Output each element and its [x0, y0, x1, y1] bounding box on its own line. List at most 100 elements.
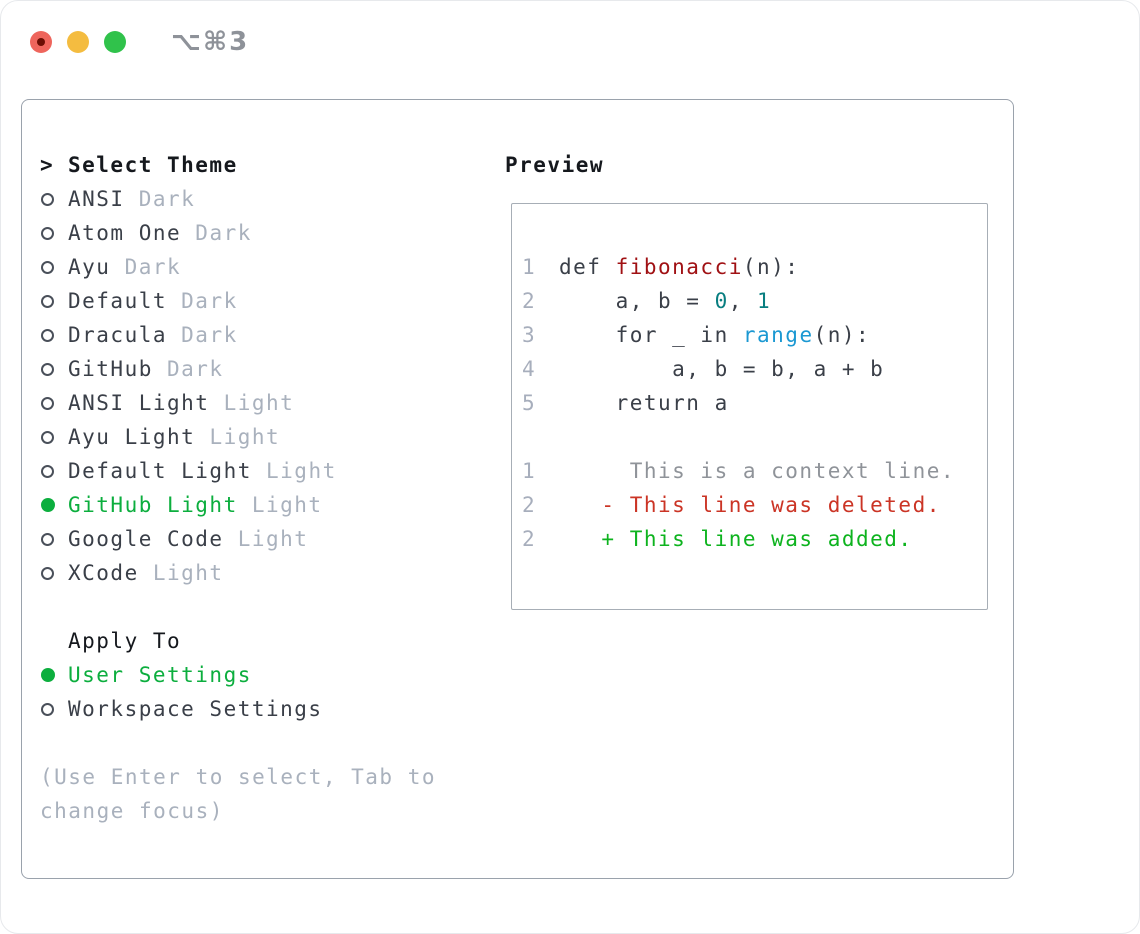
code-token-default: (n): [742, 255, 800, 279]
option-variant-label: Light [195, 425, 281, 449]
hint-text-line-1: (Use Enter to select, Tab to [40, 765, 437, 789]
theme-option[interactable]: Default Light Light [40, 454, 505, 488]
option-label: Default [68, 289, 168, 313]
apply-to-option[interactable]: User Settings [40, 658, 505, 692]
line-number: 2 [522, 527, 537, 551]
code-token-deleted: - This line was deleted. [559, 493, 941, 517]
preview-line: 4 a, b = b, a + b [522, 352, 987, 386]
theme-option[interactable]: Atom One Dark [40, 216, 505, 250]
option-variant-label: Light [251, 459, 337, 483]
option-label: XCode [68, 561, 139, 585]
code-token-default: return a [559, 391, 729, 415]
radio-unselected-icon [41, 464, 54, 478]
theme-option[interactable]: GitHub Light Light [40, 488, 505, 522]
zoom-button-icon[interactable] [104, 31, 126, 53]
preview-line: 2 - This line was deleted. [522, 488, 987, 522]
theme-option[interactable]: ANSI Light Light [40, 386, 505, 420]
code-token-default: , [728, 289, 758, 313]
theme-option[interactable]: ANSI Dark [40, 182, 505, 216]
option-label: Dracula [68, 323, 168, 347]
code-token-default: (n): [813, 323, 871, 347]
theme-option[interactable]: GitHub Dark [40, 352, 505, 386]
line-content: + This line was added. [559, 527, 913, 551]
option-variant-label: Light [138, 561, 224, 585]
preview-line: 2 + This line was added. [522, 522, 987, 556]
code-token-default: a, b = b, a + b [559, 357, 885, 381]
radio-unselected-icon [41, 226, 54, 240]
radio-unselected-icon [41, 430, 54, 444]
theme-option[interactable]: XCode Light [40, 556, 505, 590]
line-number: 5 [522, 391, 537, 415]
line-number: 3 [522, 323, 537, 347]
apply-to-title: Apply To [68, 629, 182, 653]
line-number: 2 [522, 493, 537, 517]
option-variant-label: Dark [167, 289, 238, 313]
radio-unselected-icon [41, 702, 54, 716]
line-number: 1 [522, 459, 537, 483]
option-label: Ayu [68, 255, 111, 279]
spacer [40, 590, 505, 624]
option-variant-label: Dark [124, 187, 196, 211]
radio-selected-icon [41, 668, 55, 682]
code-token-number: 0 [714, 289, 729, 313]
line-content: - This line was deleted. [559, 493, 941, 517]
option-label: GitHub [68, 357, 153, 381]
select-theme-header: > Select Theme [40, 148, 505, 182]
option-label: ANSI Light [68, 391, 210, 415]
theme-option[interactable]: Default Dark [40, 284, 505, 318]
radio-selected-icon [41, 498, 55, 512]
theme-option[interactable]: Dracula Dark [40, 318, 505, 352]
option-label: Google Code [68, 527, 224, 551]
line-content: def fibonacci(n): [559, 255, 799, 279]
hint-text-line-2: change focus) [40, 799, 224, 823]
spacer [40, 726, 505, 760]
radio-unselected-icon [41, 532, 54, 546]
close-button-icon[interactable] [30, 31, 52, 53]
select-theme-title: Select Theme [68, 153, 238, 177]
line-content: a, b = 0, 1 [559, 289, 771, 313]
option-variant-label: Dark [167, 323, 238, 347]
minimize-button-icon[interactable] [67, 31, 89, 53]
theme-option[interactable]: Ayu Light Light [40, 420, 505, 454]
close-button-dot-icon [37, 38, 45, 46]
line-content: return a [559, 391, 729, 415]
option-variant-label: Dark [181, 221, 252, 245]
code-token-default: a, b = [559, 289, 715, 313]
option-variant-label: Dark [152, 357, 224, 381]
option-label: GitHub Light [68, 493, 238, 517]
option-variant-label: Light [209, 391, 295, 415]
option-variant-label: Dark [110, 255, 182, 279]
code-token-builtin: range [742, 323, 814, 347]
preview-line: 3 for _ in range(n): [522, 318, 987, 352]
line-content: a, b = b, a + b [559, 357, 884, 381]
theme-option[interactable]: Ayu Dark [40, 250, 505, 284]
code-token-title: fibonacci [615, 255, 743, 279]
option-label: User Settings [68, 663, 252, 687]
code-token-context: This is a context line. [559, 459, 956, 483]
preview-line: 5 return a [522, 386, 987, 420]
prompt-icon: > [40, 153, 55, 177]
keyboard-shortcut-label: ⌥⌘3 [171, 27, 250, 57]
apply-to-option[interactable]: Workspace Settings [40, 692, 505, 726]
preview-line: 1 This is a context line. [522, 454, 987, 488]
radio-unselected-icon [41, 328, 54, 342]
radio-unselected-icon [41, 294, 54, 308]
theme-option[interactable]: Google Code Light [40, 522, 505, 556]
code-token-default: def [559, 255, 616, 279]
option-label: ANSI [68, 187, 125, 211]
line-number: 4 [522, 357, 537, 381]
preview-title: Preview [505, 153, 605, 177]
option-variant-label: Light [237, 493, 323, 517]
code-token-default: for _ in [559, 323, 743, 347]
preview-line [522, 420, 987, 454]
line-content: This is a context line. [559, 459, 955, 483]
apply-to-header: Apply To [40, 624, 505, 658]
titlebar: ⌥⌘3 [30, 27, 249, 57]
radio-unselected-icon [41, 362, 54, 376]
